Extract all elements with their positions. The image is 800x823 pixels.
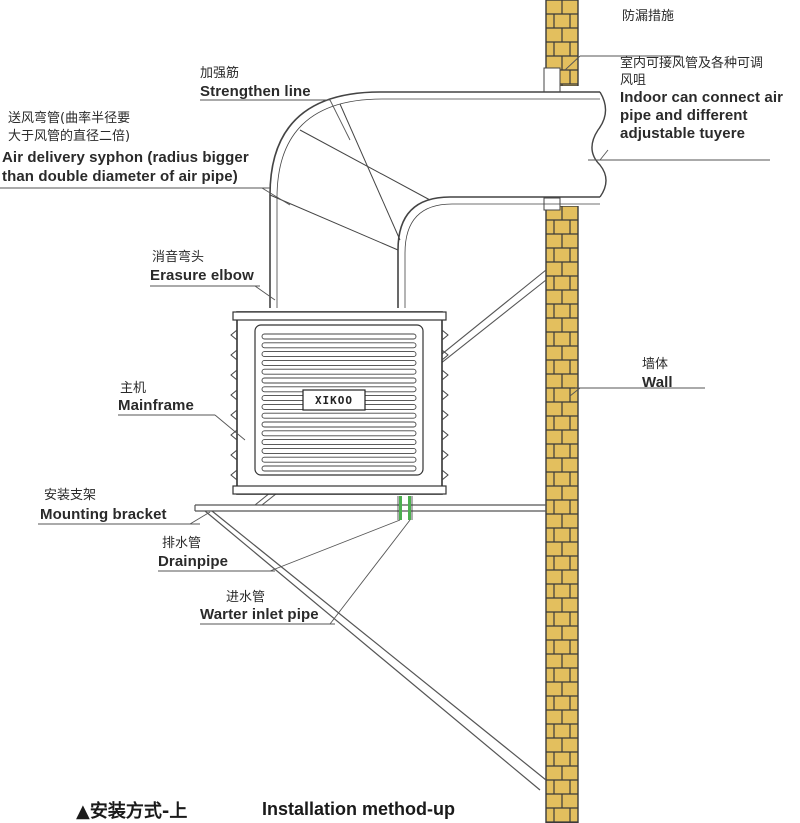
label-bracket-cn: 安装支架 — [44, 488, 97, 503]
side-fin — [230, 329, 238, 341]
louver-slat — [261, 342, 417, 349]
louver-slat — [261, 456, 417, 463]
label-inlet-cn: 进水管 — [226, 590, 266, 605]
side-fin — [441, 449, 449, 461]
side-fin — [230, 389, 238, 401]
label-indoor-en-1: Indoor can connect air — [620, 89, 784, 106]
label-erasure-en: Erasure elbow — [150, 267, 254, 284]
louver-slat — [261, 421, 417, 428]
label-delivery-en-2: than double diameter of air pipe) — [2, 168, 238, 185]
label-erasure-cn: 消音弯头 — [152, 250, 205, 265]
label-leak-prevention-cn: 防漏措施 — [622, 9, 675, 24]
label-indoor-cn-1: 室内可接风管及各种可调 — [620, 56, 764, 71]
air-delivery-syphon — [269, 91, 607, 308]
louver-slat — [261, 377, 417, 384]
label-delivery-cn-1: 送风弯管(曲率半径要 — [8, 111, 131, 126]
side-fin — [441, 389, 449, 401]
wall-seal — [543, 67, 561, 93]
label-wall-en: Wall — [642, 374, 673, 391]
side-fin — [230, 369, 238, 381]
side-fin — [441, 329, 449, 341]
pipes — [397, 496, 413, 520]
side-fin — [441, 409, 449, 421]
label-delivery-en-1: Air delivery syphon (radius bigger — [2, 149, 249, 166]
label-mainframe-cn: 主机 — [120, 381, 147, 396]
louver-slat — [261, 333, 417, 340]
side-fin — [230, 469, 238, 481]
wall-opening — [542, 86, 582, 206]
side-fin — [230, 409, 238, 421]
louver-slat — [261, 439, 417, 446]
louver-slat — [261, 368, 417, 375]
side-fin — [441, 469, 449, 481]
label-drain-en: Drainpipe — [158, 553, 229, 570]
side-fin — [441, 349, 449, 361]
louver-slat — [261, 359, 417, 366]
label-bracket-en: Mounting bracket — [40, 506, 167, 523]
louver-slat — [261, 412, 417, 419]
side-fin — [230, 449, 238, 461]
side-fin — [441, 429, 449, 441]
label-indoor-en-2: pipe and different — [620, 107, 748, 124]
label-inlet-en: Warter inlet pipe — [200, 606, 319, 623]
brick-wall — [542, 0, 582, 823]
brand-logo: XIKOO — [315, 394, 353, 407]
label-drain-cn: 排水管 — [162, 536, 202, 551]
side-fin — [441, 369, 449, 381]
louver-slat — [261, 430, 417, 437]
side-fins — [230, 329, 449, 481]
louver-slat — [261, 351, 417, 358]
label-wall-cn: 墙体 — [642, 357, 669, 372]
label-indoor-en-3: adjustable tuyere — [620, 125, 746, 142]
leader-lines — [0, 55, 770, 625]
label-mainframe-en: Mainframe — [118, 397, 194, 414]
label-indoor-cn-2: 风咀 — [620, 73, 647, 88]
side-fin — [230, 429, 238, 441]
louver-slat — [261, 447, 417, 454]
label-delivery-cn-2: 大于风管的直径二倍) — [8, 129, 131, 144]
louver-slat — [261, 465, 417, 472]
label-strengthen-cn: 加强筋 — [200, 66, 240, 81]
caption-cn: ▲安装方式-上 — [76, 801, 188, 822]
side-fin — [230, 349, 238, 361]
label-strengthen-en: Strengthen line — [200, 83, 311, 100]
mainframe-unit: XIKOO — [230, 311, 449, 495]
caption-en: Installation method-up — [262, 799, 455, 819]
louvers — [261, 333, 417, 472]
